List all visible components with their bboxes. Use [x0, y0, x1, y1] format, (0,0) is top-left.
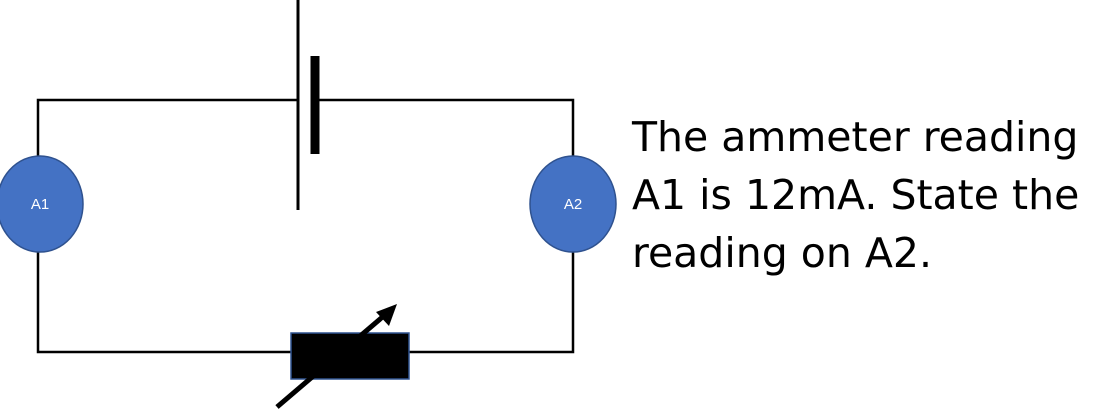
ammeter-a2-circle	[529, 155, 617, 253]
ammeter-a2: A2	[529, 155, 617, 253]
rheostat-arrow-line	[275, 312, 388, 409]
ammeter-a1-label: A1	[31, 196, 49, 213]
top-left-wire	[36, 98, 298, 158]
question-line-3: reading on A2.	[632, 229, 933, 277]
rheostat-arrow-head	[376, 304, 397, 326]
top-right-wire	[316, 98, 575, 158]
question-line-2: A1 is 12mA. State the	[632, 171, 1080, 219]
circuit-diagram: A1 A2	[0, 0, 617, 409]
resistor-body	[290, 332, 410, 380]
left-bottom-wire	[36, 250, 292, 354]
question-text: The ammeter reading A1 is 12mA. State th…	[632, 108, 1102, 282]
ammeter-a1-circle	[0, 155, 84, 253]
question-line-1: The ammeter reading	[632, 113, 1079, 161]
circuit-wires	[36, 98, 575, 354]
cell-icon	[296, 0, 320, 210]
ammeter-a1: A1	[0, 155, 84, 253]
ammeter-a2-label: A2	[564, 196, 582, 213]
variable-resistor-icon	[275, 304, 410, 409]
right-bottom-wire	[408, 250, 575, 354]
